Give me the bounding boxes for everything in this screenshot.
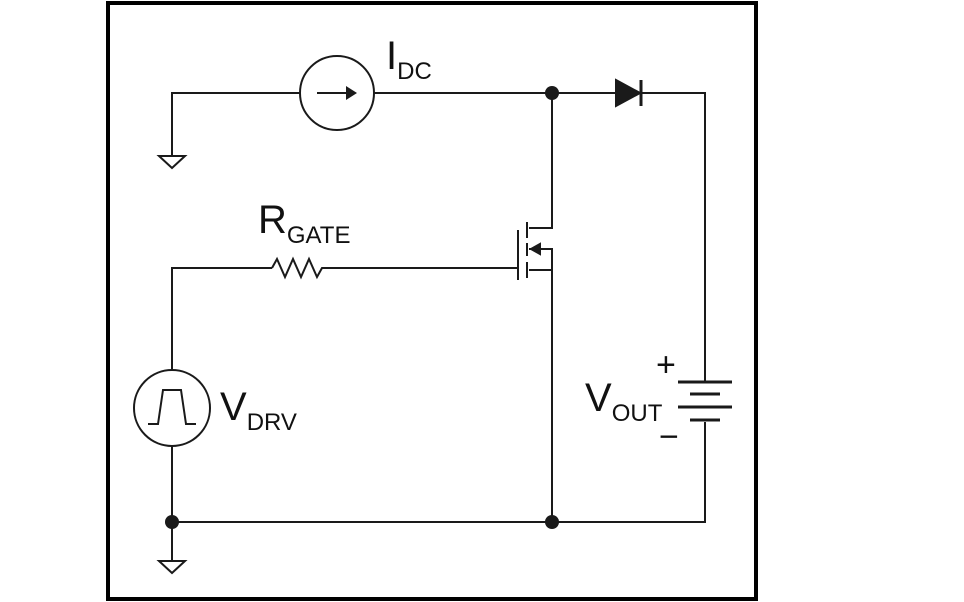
wire-source [529, 269, 553, 522]
diagram-frame [106, 1, 758, 601]
label-rgate: RGATE [258, 198, 350, 248]
battery-icon [678, 380, 732, 422]
junction-dot-top [545, 86, 559, 100]
wire-diode-to-battery [642, 92, 706, 382]
mosfet-icon [517, 222, 553, 280]
label-rgate-main: R [258, 198, 287, 242]
label-vout-main: V [585, 376, 612, 420]
junction-dot-bottom-right [545, 515, 559, 529]
label-idc: IDC [386, 34, 432, 84]
wire-rgate-left [171, 267, 272, 370]
label-idc-main: I [386, 34, 398, 78]
label-vout-sub: OUT [611, 400, 663, 427]
current-source-icon [299, 55, 375, 131]
wire-drain [529, 93, 553, 229]
wire-top-left [171, 92, 300, 155]
label-rgate-sub: GATE [286, 222, 351, 249]
label-vout: VOUT [585, 376, 662, 426]
junction-dot-bottom-left [165, 515, 179, 529]
battery-minus-sign: − [659, 418, 679, 456]
label-idc-sub: DC [397, 58, 432, 85]
label-vdrv: VDRV [220, 385, 297, 435]
ground-icon-top [156, 155, 188, 170]
label-vdrv-main: V [220, 385, 247, 429]
label-vdrv-sub: DRV [246, 409, 297, 436]
battery-plus-sign: + [656, 346, 676, 384]
diode-icon [615, 78, 643, 108]
pulse-source-icon [133, 369, 211, 447]
resistor-icon [271, 256, 326, 280]
wire-bottom-rail [172, 470, 706, 523]
ground-icon-bottom [156, 560, 188, 575]
